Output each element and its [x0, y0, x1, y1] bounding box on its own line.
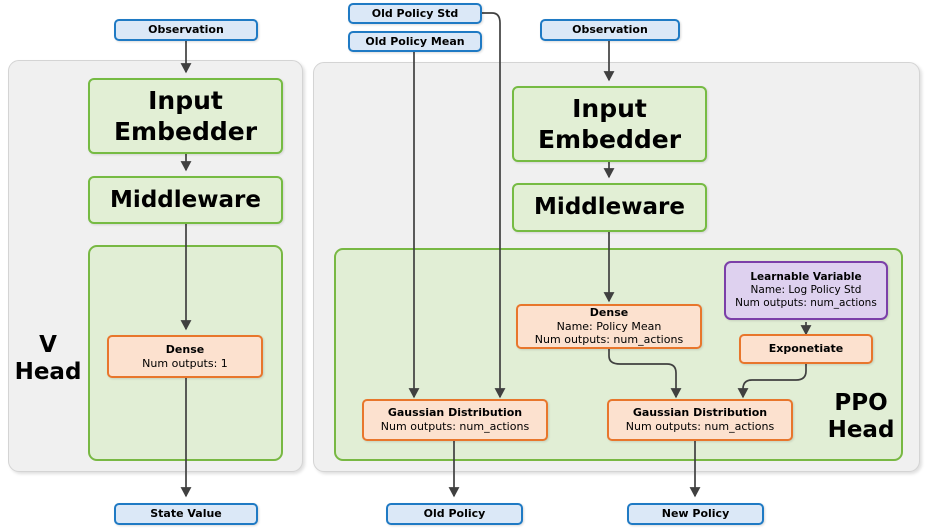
v-head-label: V Head: [12, 332, 84, 386]
dense-v-head-num-outputs: Num outputs: 1: [142, 356, 228, 370]
old-policy-mean-label: Old Policy Mean: [365, 34, 465, 48]
dense-box-v-head[interactable]: Dense Num outputs: 1: [107, 335, 263, 378]
exponetiate-box[interactable]: Exponetiate: [739, 334, 873, 364]
gaussian-new-num-outputs: Num outputs: num_actions: [625, 420, 775, 433]
observation-left-label: Observation: [148, 23, 224, 37]
observation-right-label: Observation: [572, 23, 648, 37]
input-embedder-left-label: Input Embedder: [113, 85, 258, 146]
gaussian-distribution-old-box[interactable]: Gaussian Distribution Num outputs: num_a…: [362, 399, 548, 441]
input-embedder-box-left[interactable]: Input Embedder: [88, 78, 283, 154]
state-value-label: State Value: [150, 507, 222, 521]
input-box-old-policy-std[interactable]: Old Policy Std: [348, 3, 482, 24]
old-policy-std-label: Old Policy Std: [371, 6, 459, 20]
exponetiate-label: Exponetiate: [768, 342, 844, 356]
middleware-box-right[interactable]: Middleware: [512, 183, 707, 232]
learnable-variable-name: Name: Log Policy Std: [750, 283, 862, 296]
input-box-observation-right[interactable]: Observation: [540, 19, 680, 41]
middleware-box-left[interactable]: Middleware: [88, 176, 283, 224]
input-box-observation-left[interactable]: Observation: [114, 19, 258, 41]
input-embedder-box-right[interactable]: Input Embedder: [512, 86, 707, 162]
output-box-old-policy[interactable]: Old Policy: [386, 503, 523, 525]
dense-policy-mean-title: Dense: [589, 305, 629, 319]
gaussian-new-title: Gaussian Distribution: [632, 406, 768, 420]
input-embedder-right-label: Input Embedder: [537, 93, 682, 154]
middleware-left-label: Middleware: [110, 186, 261, 213]
old-policy-output-label: Old Policy: [423, 507, 486, 521]
dense-policy-mean-num-outputs: Num outputs: num_actions: [534, 333, 684, 347]
learnable-variable-title: Learnable Variable: [750, 270, 862, 283]
dense-policy-mean-name: Name: Policy Mean: [556, 319, 662, 333]
ppo-head-label-line1: PPO: [834, 390, 888, 416]
output-box-new-policy[interactable]: New Policy: [627, 503, 764, 525]
dense-v-head-title: Dense: [165, 342, 205, 356]
gaussian-old-num-outputs: Num outputs: num_actions: [380, 420, 530, 433]
dense-policy-mean-box[interactable]: Dense Name: Policy Mean Num outputs: num…: [516, 304, 702, 349]
new-policy-output-label: New Policy: [661, 507, 730, 521]
ppo-head-label: PPO Head: [818, 390, 904, 444]
input-box-old-policy-mean[interactable]: Old Policy Mean: [348, 31, 482, 52]
middleware-right-label: Middleware: [534, 194, 685, 221]
ppo-head-label-line2: Head: [827, 417, 895, 444]
v-head-label-line1: V: [39, 332, 57, 358]
gaussian-old-title: Gaussian Distribution: [387, 406, 523, 420]
v-head-label-line2: Head: [14, 359, 82, 386]
gaussian-distribution-new-box[interactable]: Gaussian Distribution Num outputs: num_a…: [607, 399, 793, 441]
learnable-variable-num-outputs: Num outputs: num_actions: [735, 297, 877, 310]
learnable-variable-box[interactable]: Learnable Variable Name: Log Policy Std …: [724, 261, 888, 320]
output-box-state-value[interactable]: State Value: [114, 503, 258, 525]
